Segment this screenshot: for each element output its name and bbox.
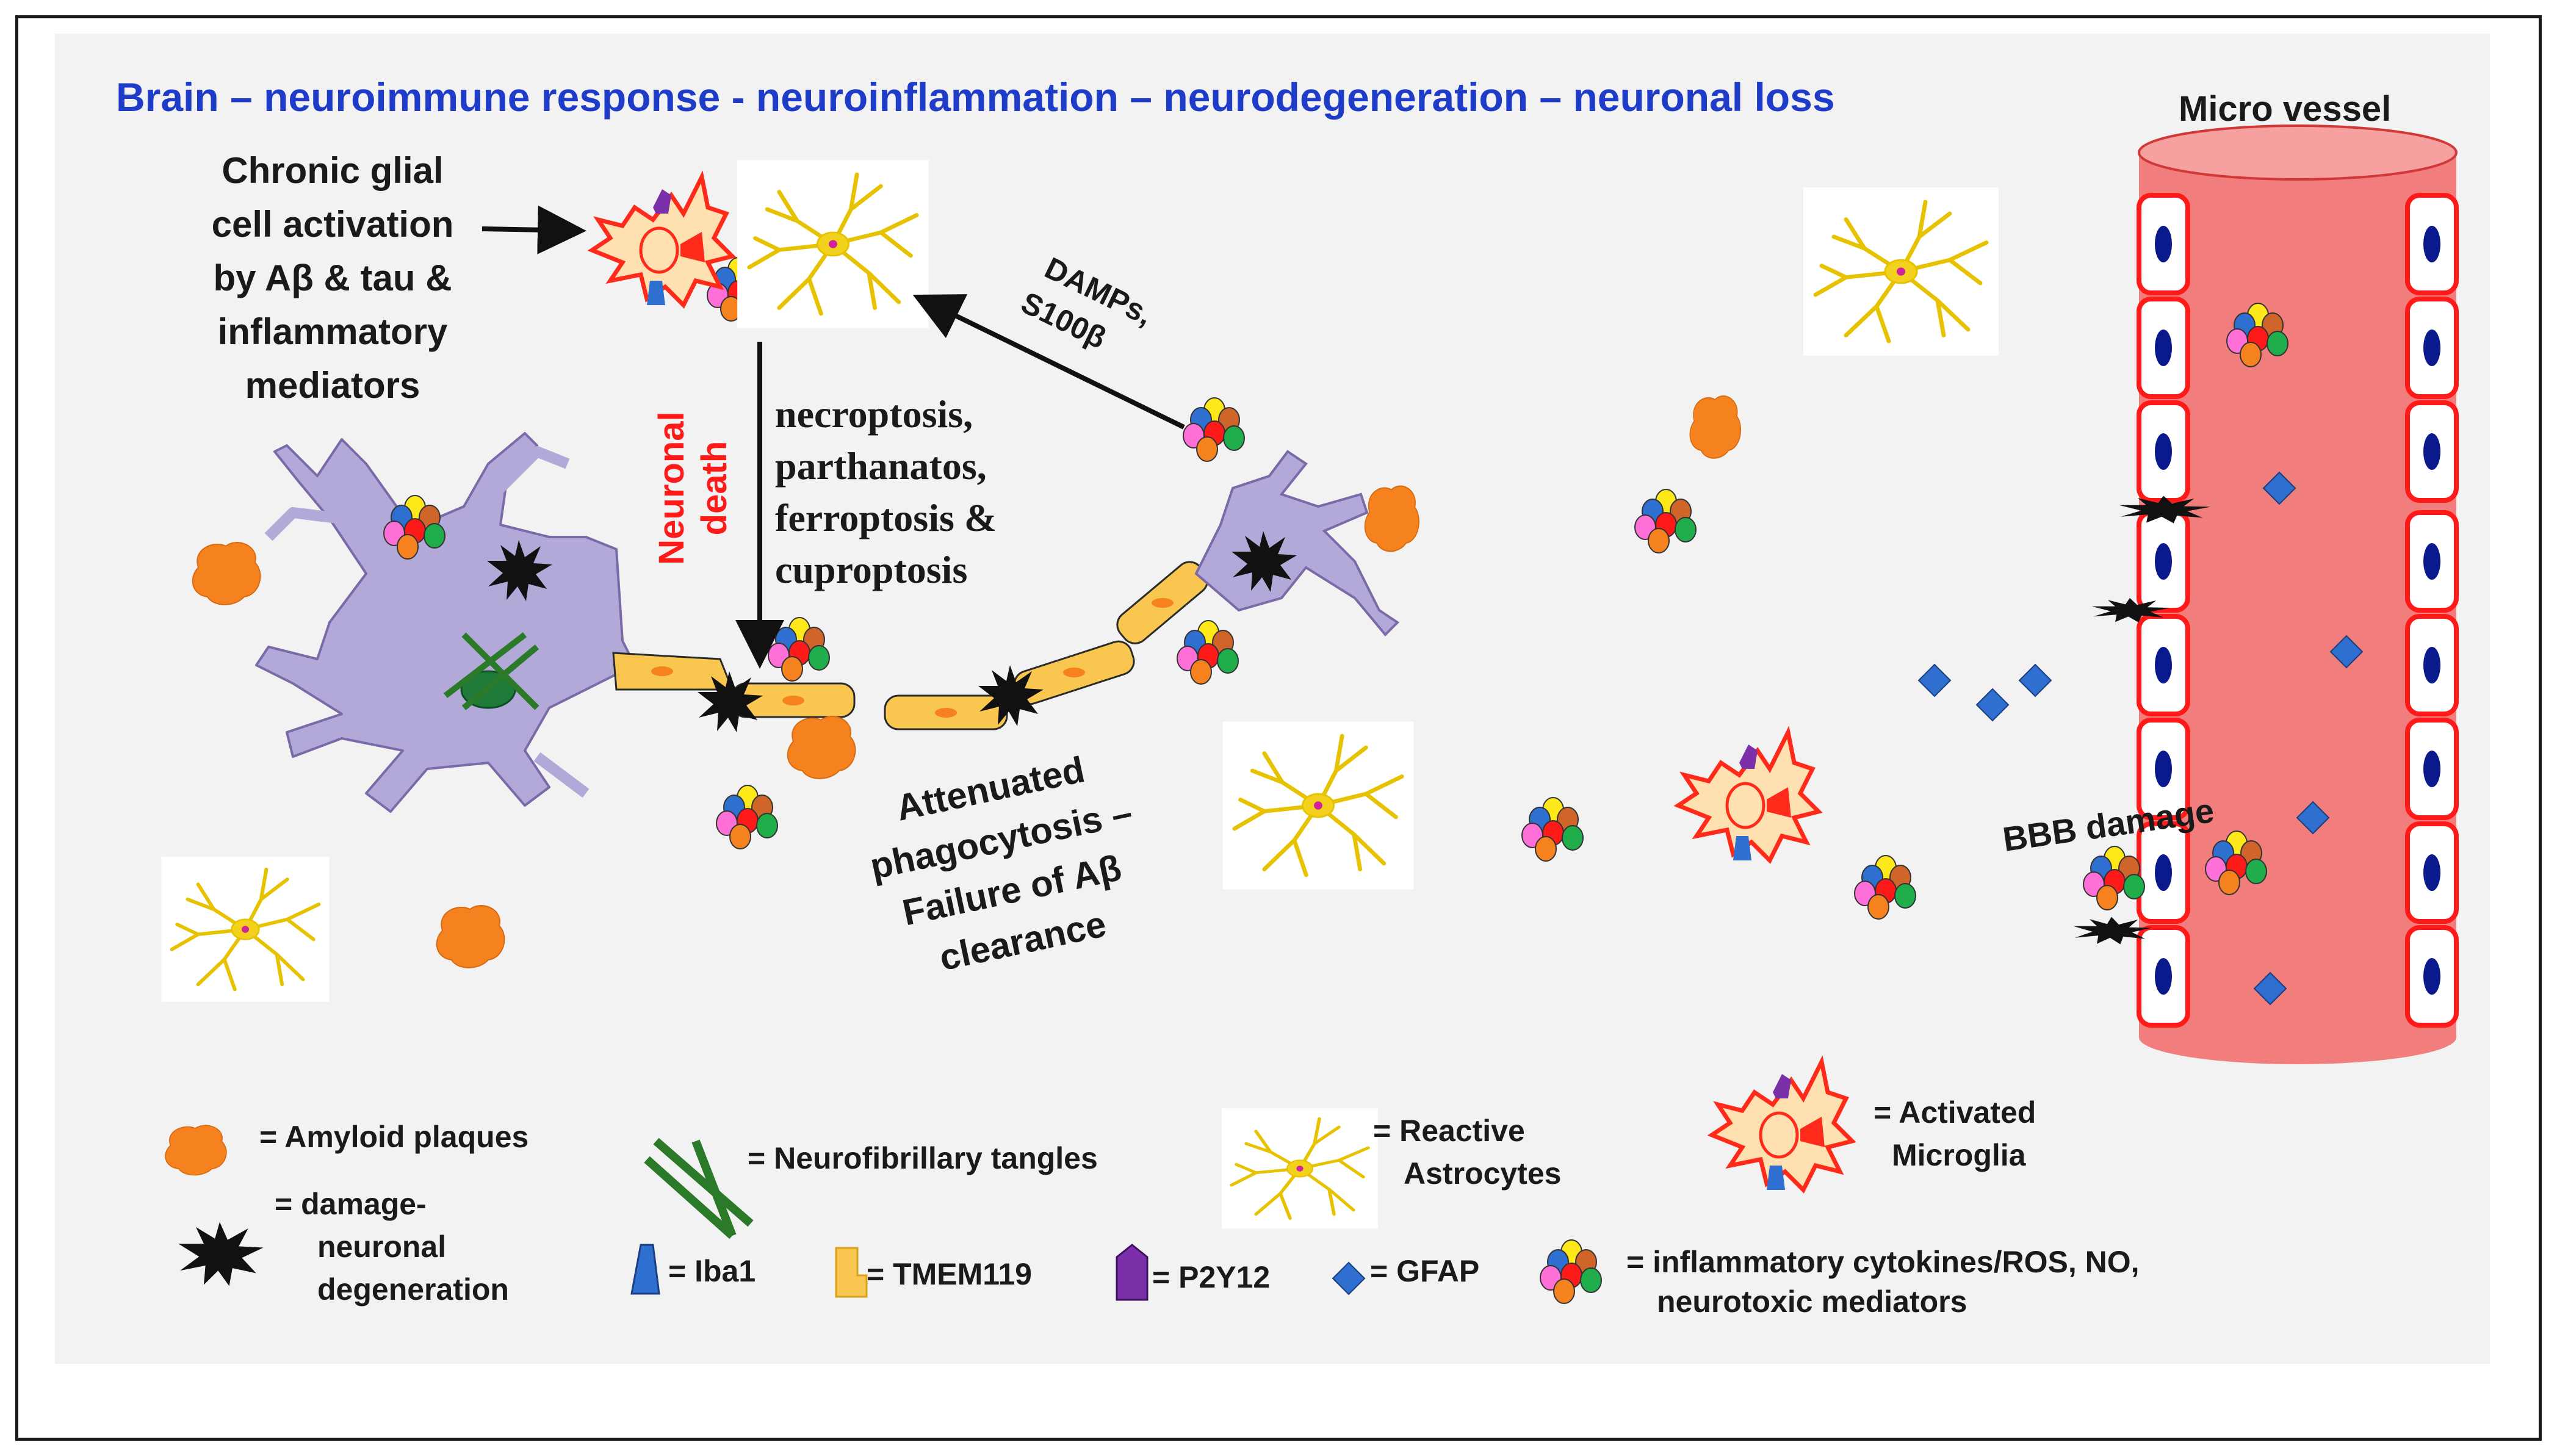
legend-damage-line: neuronal bbox=[317, 1230, 446, 1264]
pathway-line: ferroptosis & bbox=[775, 496, 997, 539]
legend-tmem119-icon bbox=[835, 1247, 868, 1298]
gfap-icon bbox=[1976, 688, 2009, 721]
cytokine-cluster-icon bbox=[716, 785, 778, 849]
gfap-icon bbox=[2019, 664, 2052, 697]
damps-arrow bbox=[912, 294, 1185, 430]
legend-amyloid-label: = Amyloid plaques bbox=[259, 1120, 528, 1154]
legend-damage-line: degeneration bbox=[317, 1272, 509, 1306]
legend-cytokines-line: = inflammatory cytokines/ROS, NO, bbox=[1626, 1245, 2140, 1279]
cytokine-cluster-icon bbox=[1634, 489, 1697, 553]
legend-p2y12-icon bbox=[1116, 1244, 1149, 1301]
activation-arrow bbox=[481, 205, 586, 254]
activated-microglia-icon bbox=[592, 177, 732, 305]
legend-cytokine-icon bbox=[1540, 1239, 1602, 1304]
glial-activation-line: inflammatory bbox=[218, 311, 448, 352]
reactive-astrocyte-icon bbox=[737, 160, 929, 328]
cytokine-cluster-icon bbox=[1177, 620, 1239, 685]
death-pathways-label: necroptosis, parthanatos, ferroptosis & … bbox=[775, 392, 997, 591]
amyloid-plaque-icon bbox=[787, 716, 856, 779]
pathway-line: necroptosis, bbox=[775, 392, 973, 436]
pathway-line: cuproptosis bbox=[775, 548, 967, 591]
legend-microglia-line: Microglia bbox=[1892, 1138, 2027, 1172]
cytokine-cluster-icon bbox=[1521, 797, 1584, 862]
glial-activation-line: mediators bbox=[245, 365, 420, 406]
legend-damage-line: = damage- bbox=[275, 1187, 427, 1221]
neuronal-death-line: death bbox=[694, 441, 734, 536]
cytokine-cluster-icon bbox=[2083, 846, 2145, 910]
vessel-label: Micro vessel bbox=[2179, 89, 2391, 129]
legend-damage-icon bbox=[178, 1222, 264, 1286]
amyloid-plaque-icon bbox=[436, 905, 505, 968]
cytokine-cluster-icon bbox=[1183, 397, 1245, 462]
reactive-astrocyte-icon bbox=[1803, 187, 1999, 356]
pathway-line: parthanatos, bbox=[775, 444, 987, 488]
damps-label: DAMPs, S100β bbox=[1016, 251, 1158, 356]
legend-tangles-icon bbox=[644, 1137, 754, 1239]
legend-iba1-icon bbox=[630, 1244, 660, 1295]
legend-iba1-label: = Iba1 bbox=[668, 1254, 756, 1288]
glial-activation-label: Chronic glial cell activation by Aβ & ta… bbox=[212, 150, 454, 406]
glial-activation-line: Chronic glial bbox=[222, 150, 443, 191]
legend-tmem119-label: = TMEM119 bbox=[867, 1257, 1032, 1291]
neuron-icon bbox=[255, 432, 1400, 813]
glial-activation-line: by Aβ & tau & bbox=[213, 258, 452, 298]
diagram-title: Brain – neuroimmune response - neuroinfl… bbox=[116, 74, 1835, 120]
legend-astrocytes-line: = Reactive bbox=[1373, 1114, 1525, 1148]
cytokine-cluster-icon bbox=[768, 617, 830, 682]
micro-vessel bbox=[2137, 124, 2459, 1064]
legend-cytokines-line: neurotoxic mediators bbox=[1657, 1285, 1967, 1319]
legend-microglia-line: = Activated bbox=[1874, 1095, 2036, 1130]
phagocytosis-label: Attenuated phagocytosis – Failure of Aβ … bbox=[867, 749, 1136, 978]
amyloid-plaque-icon bbox=[1689, 395, 1742, 459]
legend-microglia-icon bbox=[1712, 1062, 1852, 1190]
legend-gfap-icon bbox=[1332, 1262, 1365, 1295]
legend-tangles-label: = Neurofibrillary tangles bbox=[748, 1141, 1098, 1175]
legend-gfap-label: = GFAP bbox=[1370, 1254, 1479, 1288]
neuronal-death-label: Neuronal death bbox=[652, 411, 734, 564]
cytokine-cluster-icon bbox=[1854, 855, 1916, 920]
activated-microglia-icon bbox=[1678, 732, 1819, 860]
neuronal-death-line: Neuronal bbox=[652, 411, 691, 564]
glial-activation-line: cell activation bbox=[212, 204, 454, 245]
legend-astrocytes-line: Astrocytes bbox=[1404, 1156, 1561, 1191]
amyloid-plaque-icon bbox=[192, 542, 261, 605]
legend-amyloid-icon bbox=[165, 1125, 227, 1176]
reactive-astrocyte-icon bbox=[161, 857, 329, 1002]
amyloid-plaque-icon bbox=[1364, 485, 1420, 552]
gfap-icon bbox=[1918, 664, 1951, 697]
legend-p2y12-label: = P2Y12 bbox=[1152, 1260, 1270, 1294]
reactive-astrocyte-icon bbox=[1222, 721, 1414, 890]
legend-astrocyte-icon bbox=[1222, 1108, 1378, 1228]
